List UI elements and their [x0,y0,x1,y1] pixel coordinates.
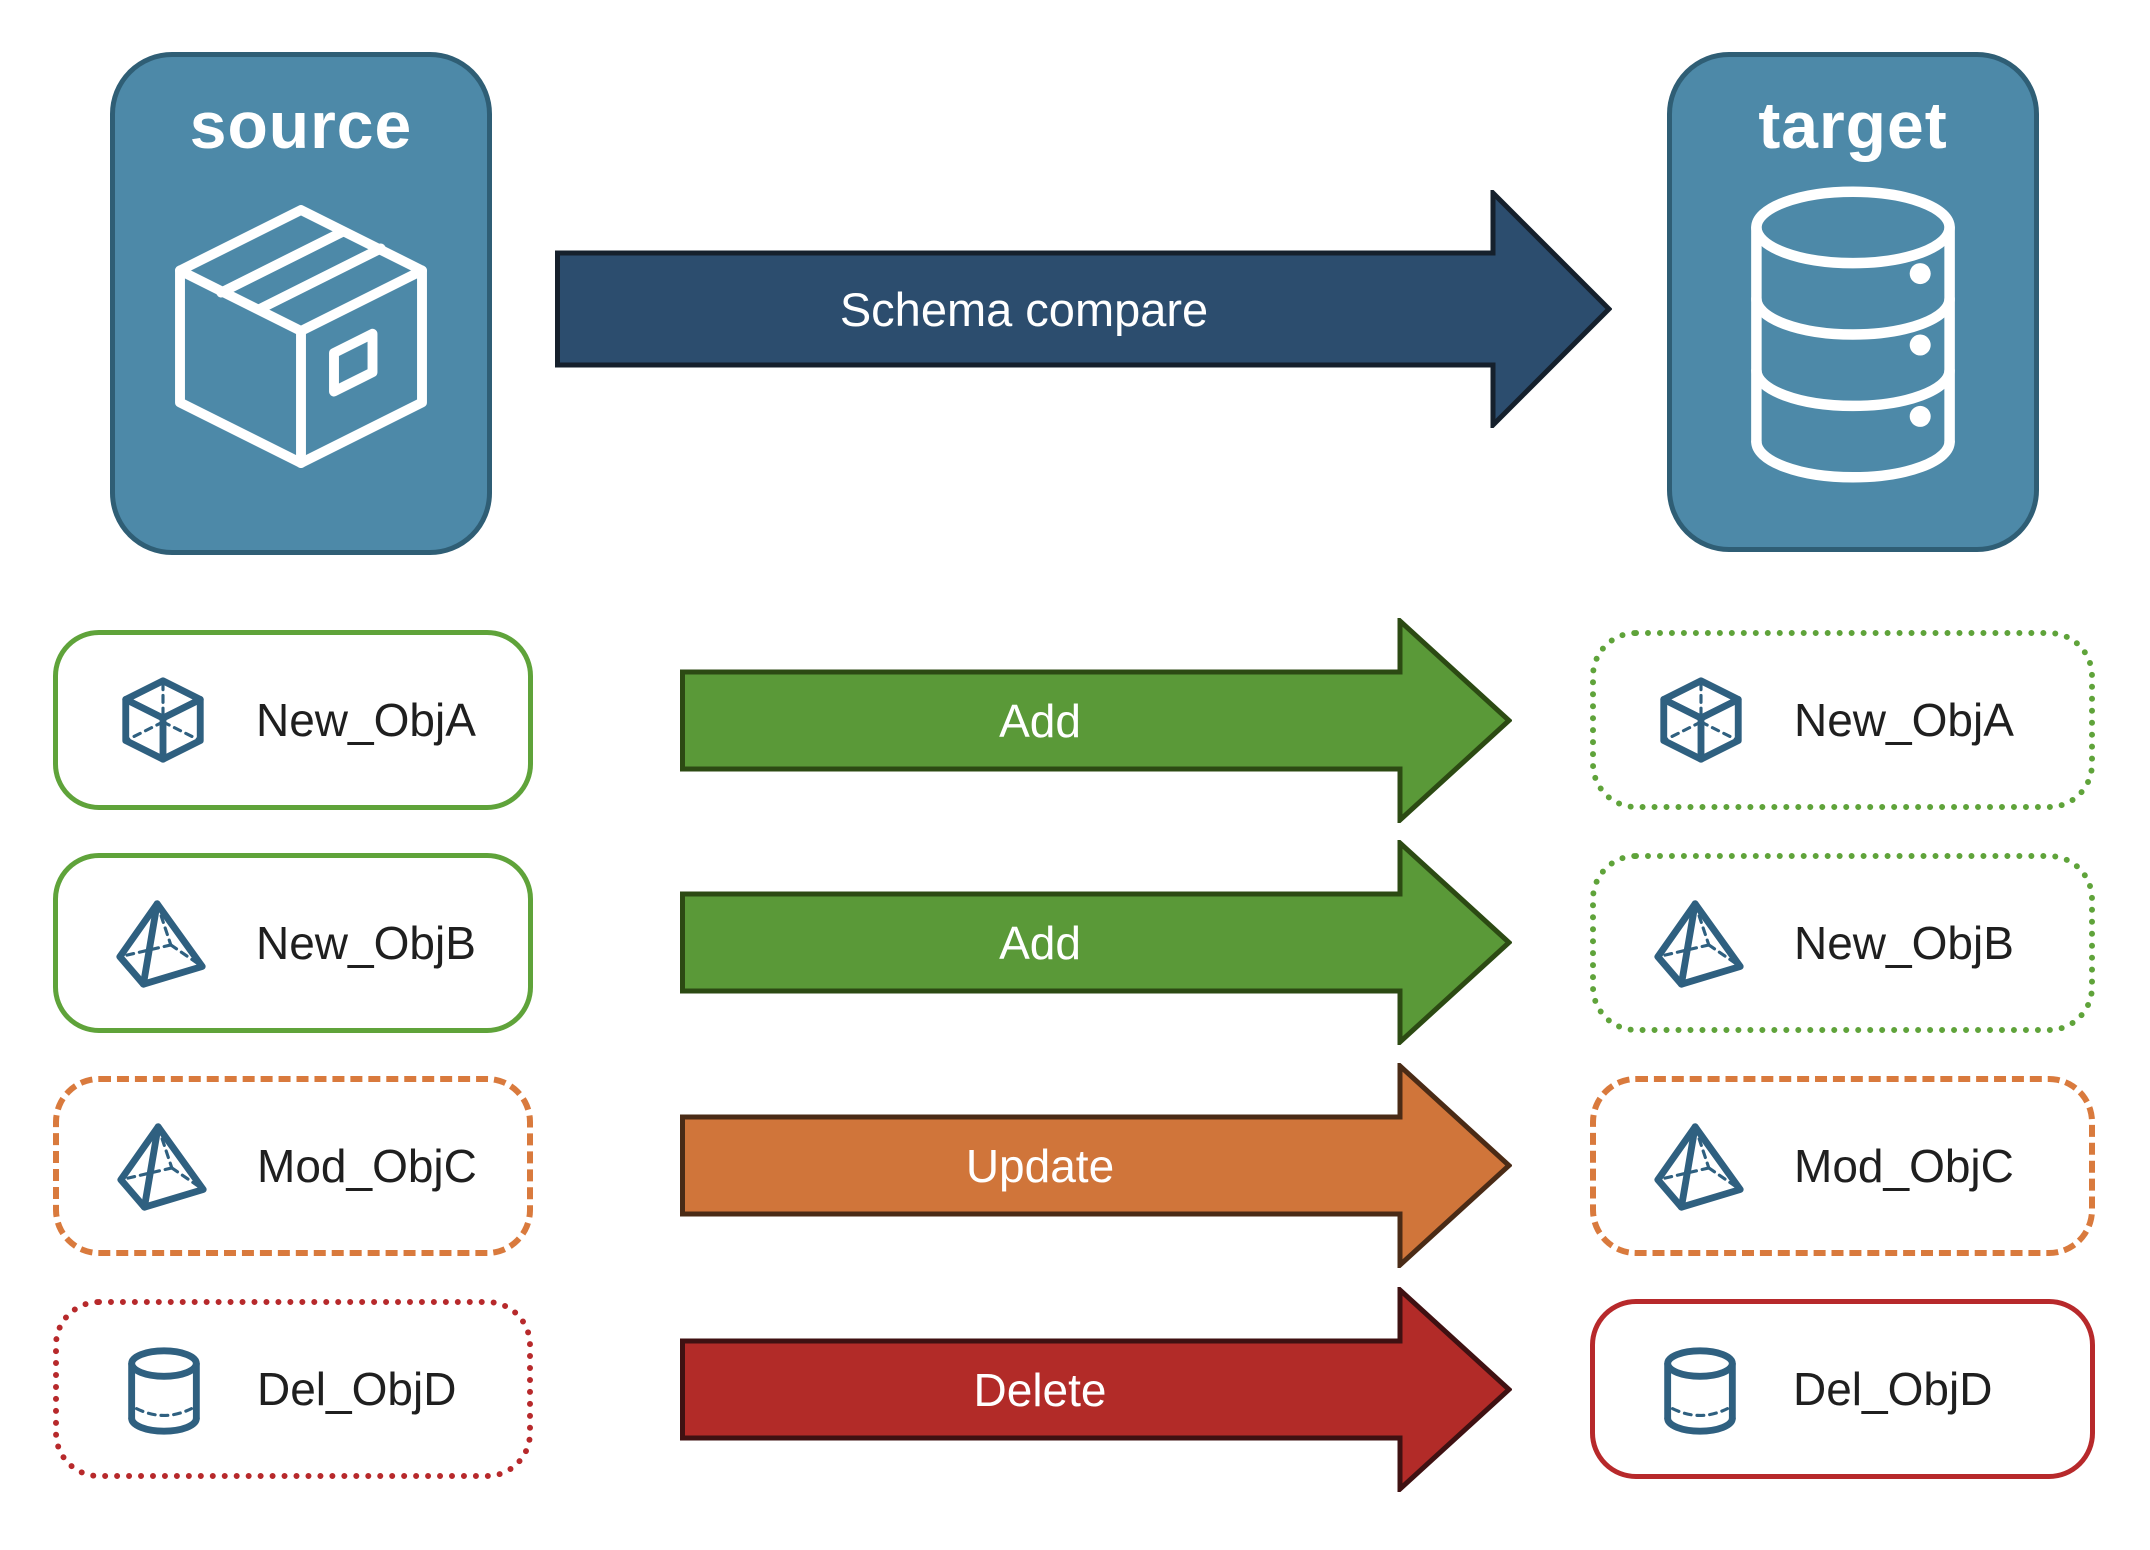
add-arrow-shape [680,837,1513,1048]
source-object-box-new-objb: New_ObjB [53,853,533,1033]
pyramid-icon [1654,1123,1744,1211]
object-label: New_ObjB [1794,917,2014,969]
add-arrow-shape [680,615,1513,826]
delete-arrow: Delete [680,1284,1513,1495]
object-label: Del_ObjD [257,1363,457,1415]
arrow-action-label: Update [965,1139,1115,1192]
database-icon [1751,186,1955,483]
update-arrow: Update [680,1060,1513,1271]
object-label: New_ObjA [256,694,476,746]
add-arrow: Add [680,837,1513,1048]
object-label: Mod_ObjC [257,1140,477,1192]
schema-compare-arrow: Schema compare [555,186,1613,432]
target-object-box-new-obja: New_ObjA [1590,630,2095,810]
add-arrow: Add [680,615,1513,826]
arrow-action-label: Add [999,916,1081,969]
update-arrow-shape [680,1060,1513,1271]
target-object-box-new-objb: New_ObjB [1590,853,2095,1033]
object-label: New_ObjA [1794,694,2014,746]
pyramid-icon [117,1123,207,1211]
schema-compare-arrow-shape [555,186,1613,432]
package-box-icon [175,205,427,468]
arrow-action-label: Delete [973,1363,1107,1416]
source-object-box-new-obja: New_ObjA [53,630,533,810]
schema-compare-label: Schema compare [839,282,1209,336]
target-panel-title: target [1758,88,1948,162]
cylinder-icon [1664,1347,1736,1435]
target-panel: target [1667,52,2039,552]
pyramid-icon [1654,900,1744,988]
cylinder-icon [128,1347,200,1435]
source-panel-title: source [189,88,413,162]
object-label: Mod_ObjC [1794,1140,2014,1192]
target-object-box-del-objd: Del_ObjD [1590,1299,2095,1479]
delete-arrow-shape [680,1284,1513,1495]
object-label: Del_ObjD [1793,1363,1993,1415]
arrow-action-label: Add [999,694,1081,747]
pyramid-icon [116,900,206,988]
target-object-box-mod-objc: Mod_ObjC [1590,1076,2095,1256]
object-label: New_ObjB [256,917,476,969]
source-panel: source [110,52,492,555]
cube-icon [1660,677,1742,763]
source-object-box-mod-objc: Mod_ObjC [53,1076,533,1256]
cube-icon [122,677,204,763]
source-object-box-del-objd: Del_ObjD [53,1299,533,1479]
